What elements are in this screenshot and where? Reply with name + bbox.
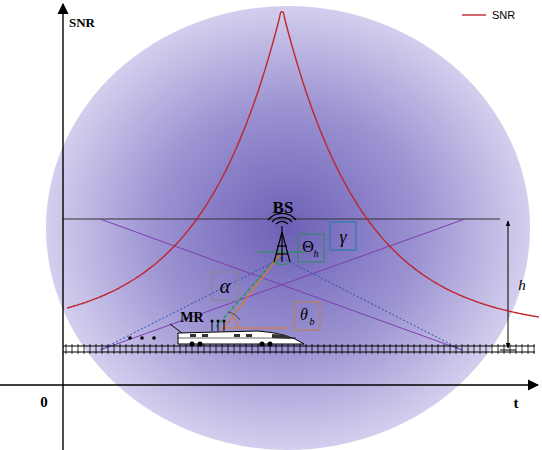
station-label: BS xyxy=(273,199,294,216)
legend-sample xyxy=(462,14,486,15)
link-line xyxy=(222,252,282,330)
height-dimension xyxy=(500,221,516,350)
beam-edge xyxy=(100,219,465,350)
dimension-label: h xyxy=(518,278,526,293)
angle-symbol: θ xyxy=(300,307,308,323)
angle-symbol: Θ xyxy=(302,239,314,255)
coverage-area xyxy=(46,6,530,450)
angle-box xyxy=(212,272,238,300)
time-axis xyxy=(0,384,538,385)
angle-arc xyxy=(228,312,240,320)
axis-label: 0 xyxy=(40,395,48,410)
angle-symbol: γ xyxy=(339,228,346,246)
axis-label: t xyxy=(514,396,519,411)
reference-line xyxy=(222,327,288,328)
station-label: MR xyxy=(180,311,203,325)
snr-curve xyxy=(67,12,539,317)
subscript: h xyxy=(314,249,319,259)
tower-symbol xyxy=(268,213,296,262)
link-line xyxy=(215,252,282,328)
angle-symbol: α xyxy=(220,276,231,296)
angle-box xyxy=(294,302,320,330)
legend-label: SNR xyxy=(492,9,515,21)
angle-box xyxy=(330,222,356,250)
angle-arc xyxy=(232,316,238,328)
rail-track xyxy=(63,344,535,354)
subscript: b xyxy=(310,317,315,327)
angle-box xyxy=(298,234,324,262)
coverage-line xyxy=(282,258,462,350)
axis-label: SNR xyxy=(69,16,95,29)
height-line xyxy=(63,219,500,220)
snr-axis xyxy=(62,4,63,450)
angle-arc xyxy=(274,262,290,265)
train xyxy=(128,320,304,347)
